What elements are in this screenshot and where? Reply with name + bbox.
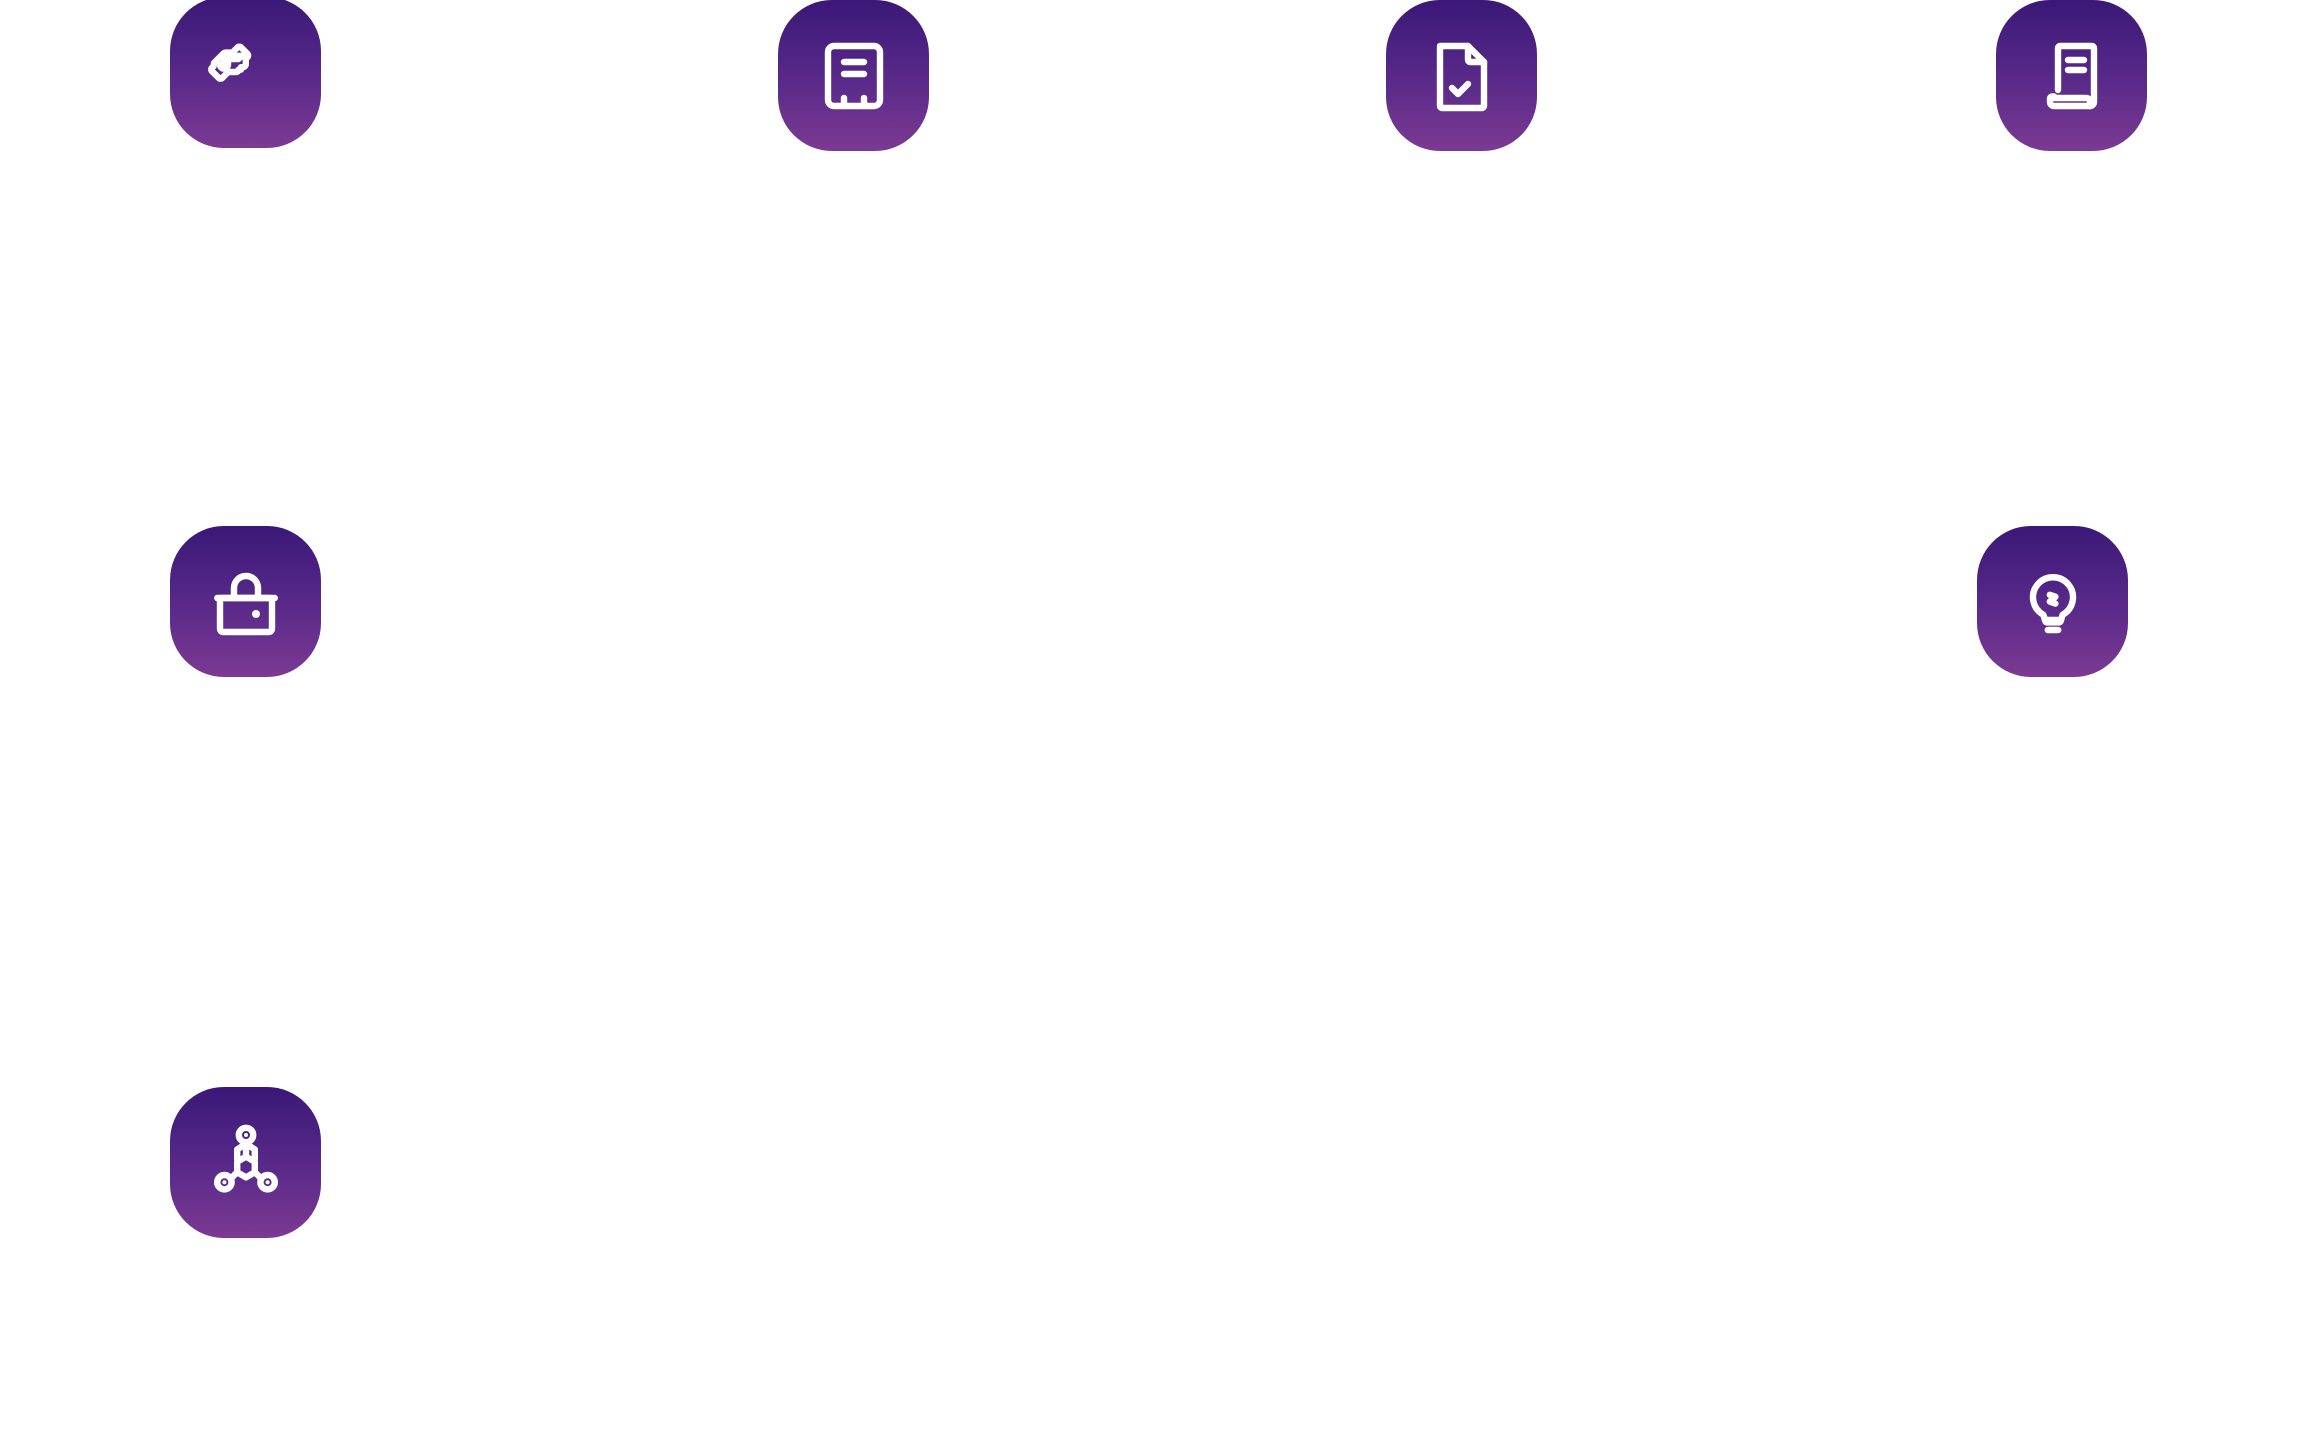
scroll-icon bbox=[2046, 42, 2097, 109]
network-tile[interactable] bbox=[170, 1087, 321, 1238]
scroll-tile[interactable] bbox=[1996, 0, 2147, 151]
receipt-icon bbox=[824, 42, 883, 109]
lock-icon bbox=[213, 572, 278, 635]
puzzle-icon bbox=[207, 43, 251, 82]
puzzle-tile[interactable] bbox=[170, 0, 321, 148]
receipt-tile[interactable] bbox=[778, 0, 929, 151]
document-tile[interactable] bbox=[1386, 0, 1537, 151]
lightbulb-icon bbox=[2029, 573, 2076, 633]
document-check-icon bbox=[1436, 42, 1487, 111]
lock-tile[interactable] bbox=[170, 526, 321, 677]
idea-tile[interactable] bbox=[1977, 526, 2128, 677]
network-icon bbox=[213, 1124, 278, 1193]
